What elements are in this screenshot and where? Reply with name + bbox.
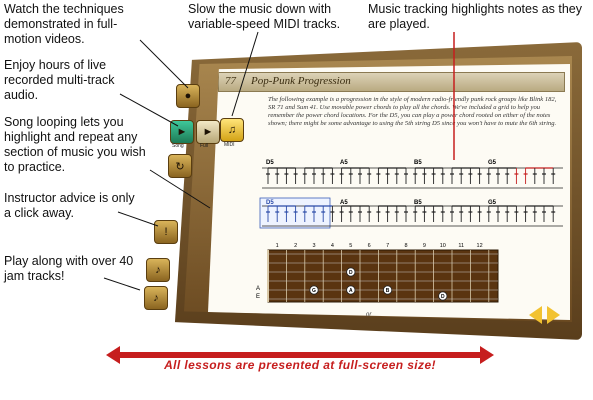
notation-area: D5 A5 B5 G5 D5 A5 B5 G5 — [256, 160, 563, 318]
fret-note-dot — [309, 285, 319, 295]
device-bezel: 77 Pop-Punk Progression The following ex… — [184, 56, 572, 322]
fret-note-dot — [383, 285, 393, 295]
full-audio-button[interactable]: ► — [196, 120, 220, 144]
lesson-page: 77 Pop-Punk Progression The following ex… — [208, 64, 570, 320]
fret-note-dot — [438, 291, 448, 301]
callout-advice: Instructor advice is only a click away. — [4, 191, 135, 220]
string-label: E — [256, 294, 260, 300]
callout-midi: Slow the music down with variable-speed … — [188, 2, 341, 31]
fret-lines — [267, 250, 498, 302]
song-audio-button[interactable]: ► — [170, 120, 194, 144]
fret-note-dot — [346, 285, 356, 295]
fret-number: 6 — [368, 243, 371, 249]
fret-note-dots: G A B D D — [309, 267, 448, 301]
jam-loop-button[interactable]: ♪ — [144, 286, 168, 310]
callout-tracking: Music tracking highlights notes as they … — [368, 2, 582, 31]
lesson-title-bar: 77 Pop-Punk Progression — [218, 72, 565, 92]
guitar-icon: ♪ — [155, 264, 161, 276]
fret-note-dot — [346, 267, 356, 277]
speaker-icon: ► — [176, 126, 188, 138]
fret-note-label: A — [349, 288, 353, 294]
lesson-body: The following example is a progression i… — [268, 96, 557, 127]
callout-jam: Play along with over 40 jam tracks! — [4, 254, 134, 283]
song-audio-label: Song — [172, 143, 184, 149]
midi-button[interactable]: ♫ — [220, 118, 244, 142]
chord-label: A5 — [340, 160, 348, 166]
jam-track-button[interactable]: ♪ — [146, 258, 170, 282]
midi-label: MIDI — [224, 142, 235, 148]
chord-label: B5 — [414, 200, 422, 206]
loop-button[interactable]: ↻ — [168, 154, 192, 178]
fret-number: 1 — [276, 243, 279, 249]
double-arrow-shape — [106, 346, 494, 364]
callout-looping: Song looping lets you highlight and repe… — [4, 115, 146, 174]
next-arrow-button[interactable] — [547, 306, 560, 324]
fret-note-label: G — [312, 288, 316, 294]
banner-text: All lessons are presented at full-screen… — [164, 358, 436, 372]
fret-number: 3 — [312, 243, 315, 249]
full-audio-label: Full — [200, 143, 209, 149]
chord-label: G5 — [488, 160, 497, 166]
fret-number: 12 — [477, 243, 483, 249]
note-group — [266, 167, 556, 184]
lesson-device: 77 Pop-Punk Progression The following ex… — [144, 42, 582, 340]
instructor-icon: ! — [164, 226, 168, 238]
fret-or-label: or — [366, 312, 372, 318]
banner-arrow — [106, 346, 494, 364]
previous-arrow-button[interactable] — [529, 306, 542, 324]
fret-number: 8 — [404, 243, 407, 249]
chord-label: B5 — [414, 160, 422, 166]
guitar-icon: ♪ — [153, 292, 159, 304]
chord-label: A5 — [340, 200, 348, 206]
fret-number: 4 — [331, 243, 334, 249]
chord-label: D5 — [266, 160, 274, 166]
fullscreen-banner: All lessons are presented at full-screen… — [106, 346, 494, 374]
note-group — [266, 205, 556, 222]
fret-number: 2 — [294, 243, 297, 249]
fret-number: 7 — [386, 243, 389, 249]
tab-row-1: D5 A5 B5 G5 — [262, 160, 563, 189]
tab-row-2: D5 A5 B5 G5 — [262, 200, 563, 227]
loop-icon: ↻ — [175, 160, 185, 173]
fret-note-label: D — [349, 270, 353, 276]
speaker-icon: ► — [202, 126, 214, 138]
loop-highlight[interactable] — [259, 197, 331, 229]
video-button[interactable]: ● — [176, 84, 200, 108]
fret-note-label: B — [386, 288, 390, 294]
fret-number: 11 — [458, 243, 464, 249]
fret-number: 5 — [349, 243, 352, 249]
chord-label: G5 — [488, 200, 497, 206]
chord-label: D5 — [266, 200, 274, 206]
fretboard-neck — [267, 249, 499, 303]
fret-note-label: D — [441, 294, 445, 300]
string-label: A — [256, 286, 260, 292]
fret-number: 10 — [440, 243, 446, 249]
lesson-title: Pop-Punk Progression — [251, 75, 351, 87]
camera-icon: ● — [184, 90, 192, 102]
music-note-icon: ♫ — [227, 124, 237, 136]
callout-videos: Watch the techniques demonstrated in ful… — [4, 2, 124, 46]
instructor-advice-button[interactable]: ! — [154, 220, 178, 244]
lesson-number: 77 — [225, 75, 236, 87]
callout-audio: Enjoy hours of live recorded multi-track… — [4, 58, 115, 102]
fret-number: 9 — [423, 243, 426, 249]
